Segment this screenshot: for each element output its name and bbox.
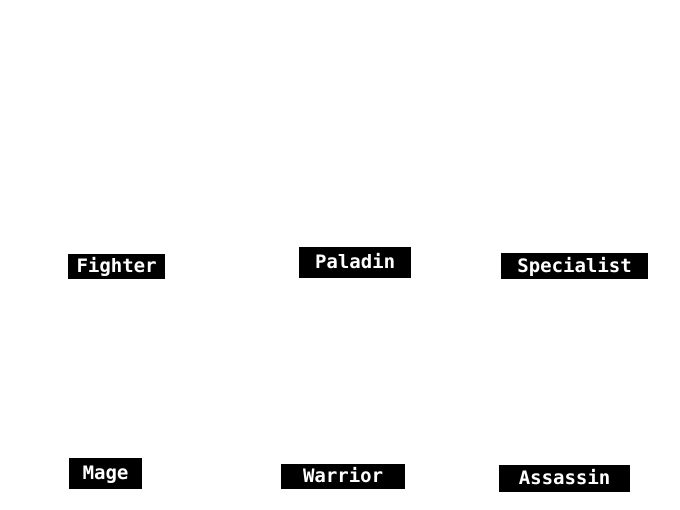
class-label-warrior[interactable]: Warrior xyxy=(281,464,405,489)
class-label-mage[interactable]: Mage xyxy=(69,458,142,489)
class-label-paladin[interactable]: Paladin xyxy=(299,247,411,278)
class-label-fighter[interactable]: Fighter xyxy=(68,254,165,279)
class-label-assassin[interactable]: Assassin xyxy=(499,465,630,492)
class-label-specialist[interactable]: Specialist xyxy=(501,253,648,279)
